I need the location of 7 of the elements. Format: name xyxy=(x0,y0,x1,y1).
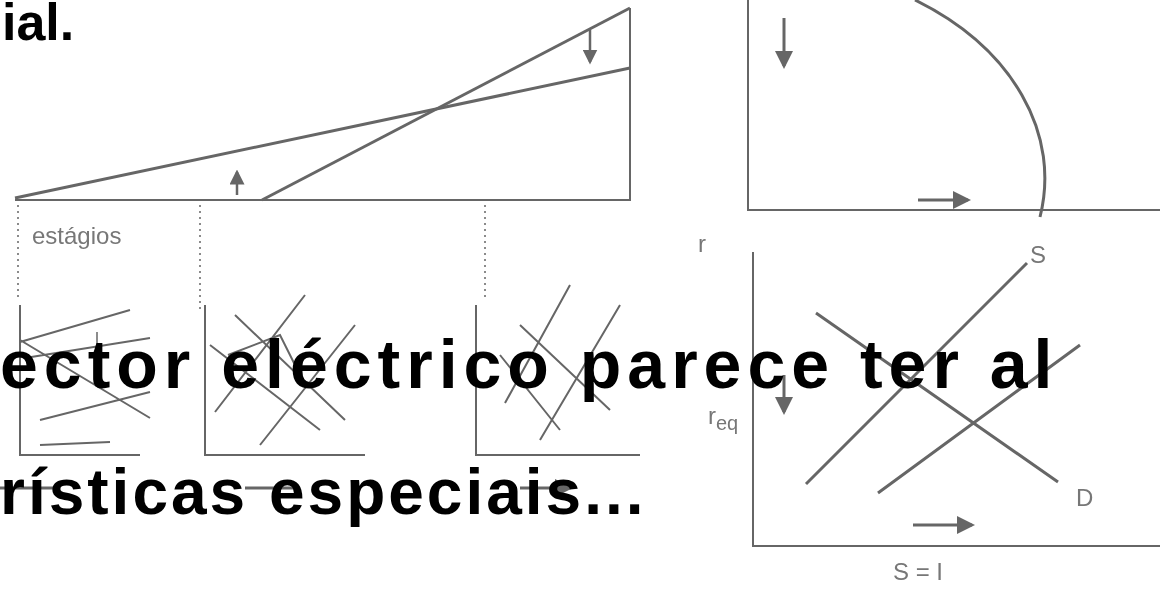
axis-label: estágios xyxy=(32,224,122,248)
slide-text: ial. xyxy=(2,0,75,48)
axis-label: r$_{eq}$ xyxy=(708,404,739,433)
axis-label: S = I xyxy=(893,560,944,584)
curve-label: S xyxy=(1030,243,1046,267)
curve-label: D xyxy=(1076,486,1094,510)
axis-label: r xyxy=(698,232,706,256)
